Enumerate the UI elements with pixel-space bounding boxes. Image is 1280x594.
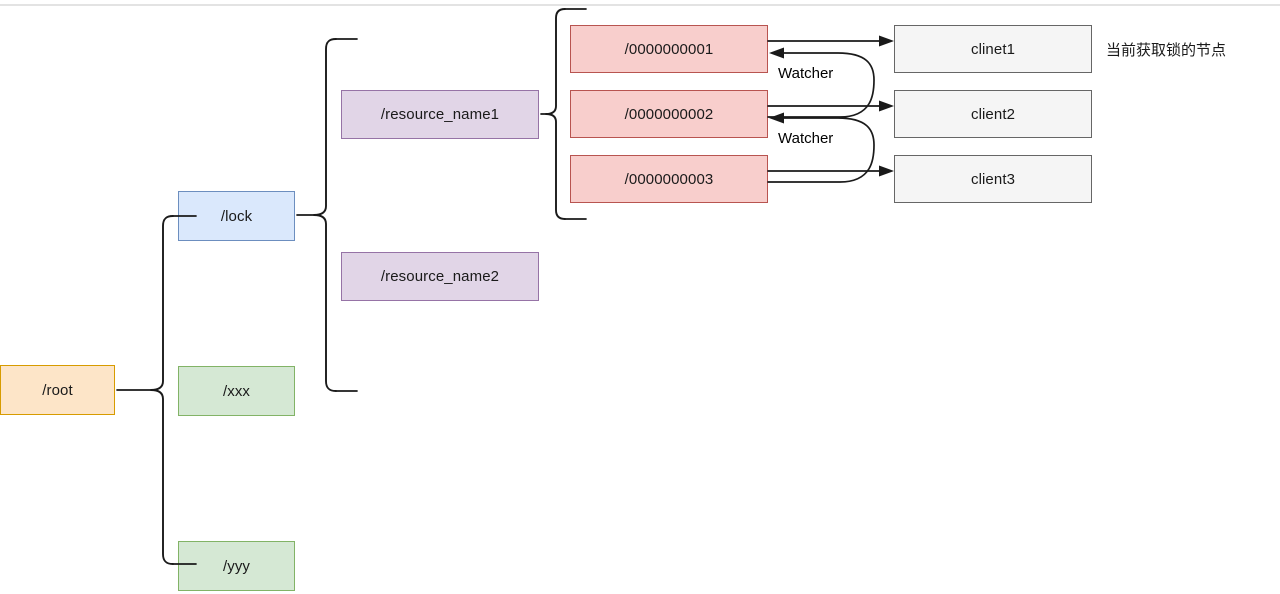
node-client1[interactable]: clinet1 bbox=[894, 25, 1092, 73]
node-client2[interactable]: client2 bbox=[894, 90, 1092, 138]
arrow-watcher-seq3-to-seq2 bbox=[767, 112, 875, 183]
node-xxx[interactable]: /xxx bbox=[178, 366, 295, 416]
annotation-current-lock-holder: 当前获取锁的节点 bbox=[1106, 41, 1227, 59]
node-yyy[interactable]: /yyy bbox=[178, 541, 295, 591]
node-resource-name1[interactable]: /resource_name1 bbox=[341, 90, 539, 139]
watcher-label-1: Watcher bbox=[778, 65, 834, 82]
arrow-seq2-to-client2 bbox=[767, 100, 894, 112]
node-resource-name2[interactable]: /resource_name2 bbox=[341, 252, 539, 301]
arrow-seq1-to-client1 bbox=[767, 35, 894, 47]
node-sequential-0000000002[interactable]: /0000000002 bbox=[570, 90, 768, 138]
arrow-seq3-to-client3 bbox=[767, 165, 894, 177]
node-root[interactable]: /root bbox=[0, 365, 115, 415]
node-sequential-0000000003[interactable]: /0000000003 bbox=[570, 155, 768, 203]
node-lock[interactable]: /lock bbox=[178, 191, 295, 241]
watcher-label-2: Watcher bbox=[778, 130, 834, 147]
node-client3[interactable]: client3 bbox=[894, 155, 1092, 203]
top-divider-line bbox=[0, 4, 1280, 6]
node-sequential-0000000001[interactable]: /0000000001 bbox=[570, 25, 768, 73]
arrow-watcher-seq2-to-seq1 bbox=[767, 47, 875, 118]
